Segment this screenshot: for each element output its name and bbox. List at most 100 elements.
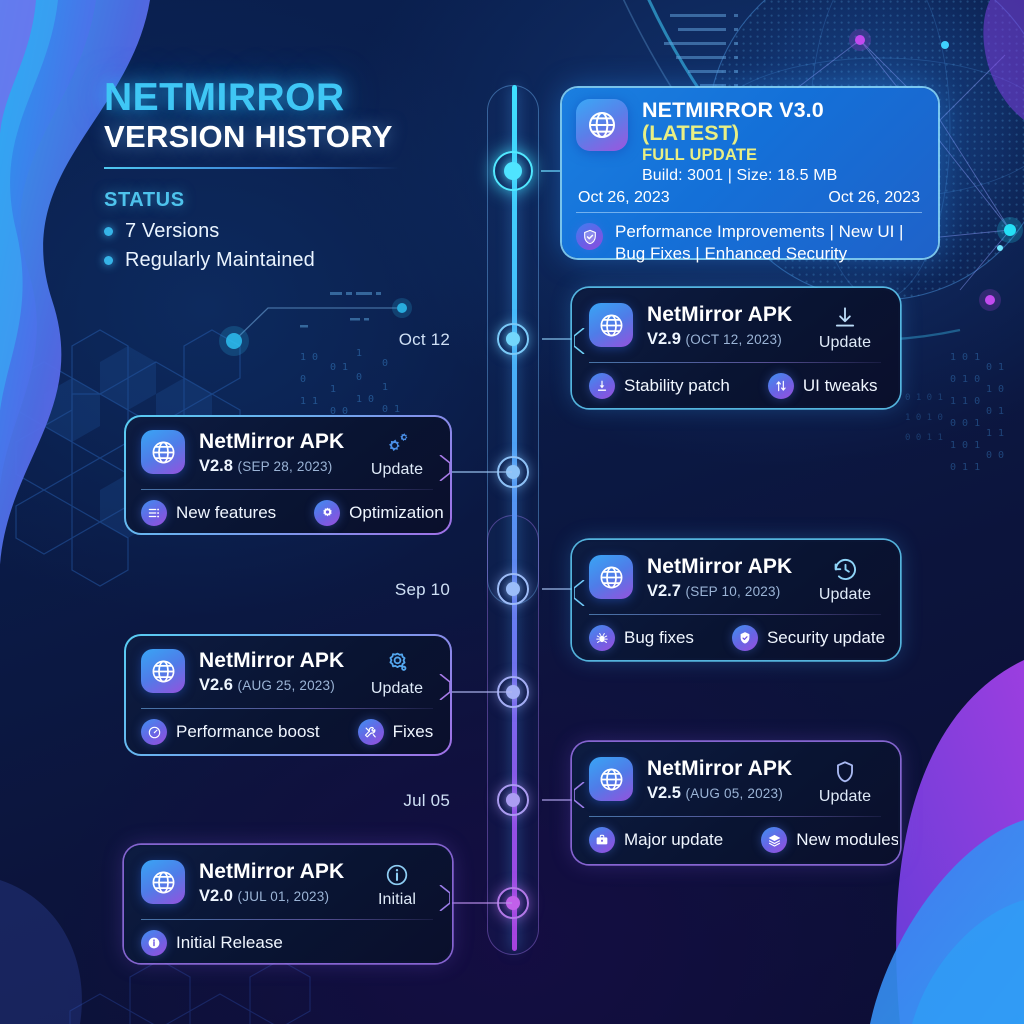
svg-text:0: 0 [382,358,388,369]
download-icon[interactable] [809,304,881,331]
svg-text:1: 1 [356,348,362,359]
card-tag: Fixes [357,719,433,745]
featured-subtitle: FULL UPDATE [642,146,758,165]
timeline-date-label: Oct 12 [398,330,450,349]
latest-badge: (LATEST) [642,121,740,146]
card-tag-label: Performance boost [176,722,320,741]
release-card-v28[interactable]: NetMirror APK V2.8 (SEP 28, 2023) [124,415,452,535]
svg-text:1: 1 [382,382,388,393]
featured-build-info: Build: 3001 | Size: 18.5 MB [642,167,838,185]
card-notch [574,580,585,606]
layers-icon [761,827,788,853]
release-card-v3-featured[interactable]: NETMIRROR V3.0 (LATEST) FULL UPDATE Buil… [562,88,938,263]
svg-text:0 1 0 1: 0 1 0 1 [905,393,943,403]
card-divider [141,708,433,709]
svg-text:0 1: 0 1 [986,406,1004,417]
featured-date-right: Oct 26, 2023 [828,189,920,207]
card-tag: UI tweaks [767,373,878,399]
card-divider [141,489,433,490]
globe-icon [576,99,628,151]
globe-icon [589,555,633,599]
bullet-dot-icon [104,227,113,237]
card-notch [574,782,585,808]
gears-icon[interactable] [361,431,433,458]
title-divider [104,167,399,170]
svg-text:0 0 1 1: 0 0 1 1 [905,433,943,443]
card-date: (SEP 10, 2023) [685,584,781,600]
svg-text:1 0 1 0: 1 0 1 0 [905,413,943,423]
timeline-node-v25[interactable] [497,784,529,816]
card-tag-label: New features [176,503,277,522]
release-card-v20[interactable]: NetMirror APK V2.0 (JUL 01, 2023) [124,845,452,963]
card-action-label: Update [818,586,872,603]
card-version: V2.0 (JUL 01, 2023) [199,887,330,906]
card-title: NetMirror APK [647,555,793,578]
globe-icon [141,430,185,474]
release-card-v29[interactable]: NetMirror APK V2.9 (OCT 12, 2023) Update [572,288,900,408]
card-divider [589,816,881,817]
status-item-label: 7 Versions [125,220,220,243]
card-action-label: Update [818,788,872,805]
card-divider [589,614,881,615]
timeline-node-v29[interactable] [497,323,529,355]
status-heading: STATUS [104,189,185,212]
featured-features: Performance Improvements | New UI | Bug … [615,222,904,263]
card-tag: New modules [761,827,898,853]
shield-check-icon [731,625,758,651]
release-card-v27[interactable]: NetMirror APK V2.7 (SEP 10, 2023) Update [572,540,900,660]
card-notch [574,328,585,354]
timeline-node-v27[interactable] [497,573,529,605]
timeline-node-v3[interactable] [493,151,533,191]
card-date: (SEP 28, 2023) [237,459,333,475]
card-date: (AUG 25, 2023) [237,678,335,694]
tools-icon [357,719,384,745]
timeline-node-v26[interactable] [497,676,529,708]
svg-text:0 1: 0 1 [986,362,1004,373]
card-action-label: Update [370,461,424,478]
svg-text:0 1: 0 1 [330,362,348,373]
gear-icon[interactable] [361,650,433,677]
featured-date-left: Oct 26, 2023 [578,189,670,207]
card-notch [439,885,450,911]
svg-text:0 0 1: 0 0 1 [950,418,980,429]
svg-text:1 0: 1 0 [986,384,1004,395]
card-action-label: Update [370,680,424,697]
card-version: V2.5 (AUG 05, 2023) [647,784,783,803]
svg-text:0 0: 0 0 [330,406,348,417]
card-tag-label: Stability patch [624,376,730,395]
briefcase-icon [589,827,615,853]
timeline-node-v20[interactable] [497,887,529,919]
shield-icon[interactable] [809,758,881,785]
release-card-v25[interactable]: NetMirror APK V2.5 (AUG 05, 2023) Update [572,742,900,864]
svg-text:0 0: 0 0 [986,450,1004,461]
header-block: NETMIRROR VERSION HISTORY STATUS 7 Versi… [104,78,484,278]
release-card-v26[interactable]: NetMirror APK V2.6 (AUG 25, 2023) [124,634,452,756]
download-box-icon [589,373,615,399]
card-notch [439,674,450,700]
card-tag: Major update [589,827,723,853]
card-tag: Optimization [314,500,444,526]
timeline-rail [487,85,539,955]
status-item: Regularly Maintained [104,249,484,272]
card-title: NetMirror APK [199,430,345,453]
card-tag-label: UI tweaks [802,376,878,395]
card-version: V2.6 (AUG 25, 2023) [199,676,335,695]
card-tag: Performance boost [141,719,320,745]
card-tag-label: Optimization [349,503,444,522]
timeline-node-v28[interactable] [497,456,529,488]
svg-text:1: 1 [330,384,336,395]
card-tag: Stability patch [589,373,730,399]
svg-text:1 1 0: 1 1 0 [950,396,980,407]
card-version: V2.7 (SEP 10, 2023) [647,582,781,601]
info-circle-icon[interactable] [361,861,433,888]
svg-text:0: 0 [300,374,306,385]
card-date: (OCT 12, 2023) [685,332,782,348]
card-version: V2.9 (OCT 12, 2023) [647,330,782,349]
rail-line [511,85,517,951]
card-notch [439,455,450,481]
featured-divider [576,212,922,214]
history-clock-icon[interactable] [809,556,881,583]
card-tag: Security update [731,625,885,651]
gear-spark-icon [314,500,341,526]
svg-text:1 1: 1 1 [986,428,1004,439]
